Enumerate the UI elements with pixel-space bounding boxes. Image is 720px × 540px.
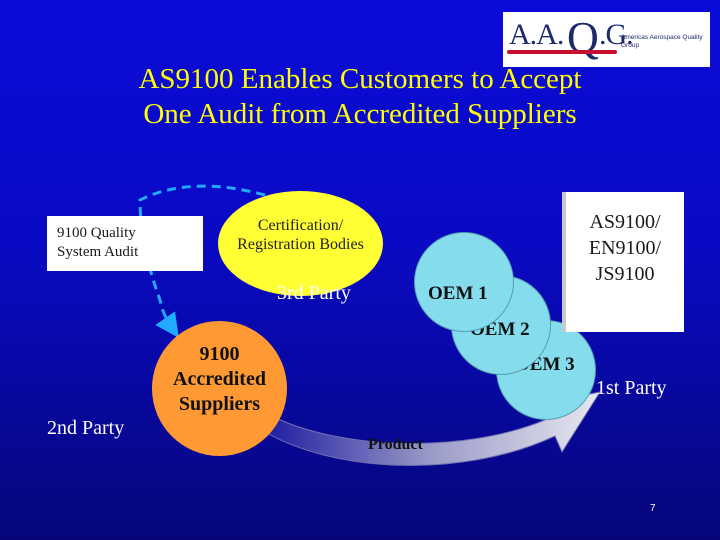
slide-title: AS9100 Enables Customers to Accept One A… <box>60 62 660 132</box>
suppliers-circle: 9100 Accredited Suppliers <box>152 321 287 456</box>
aaqg-logo: A.A. Q .G. Americas Aerospace Quality Gr… <box>503 12 710 67</box>
note-line-2: EN9100/ <box>588 237 662 259</box>
logo-swoosh <box>507 50 617 54</box>
cert-line-2: Registration Bodies <box>237 236 364 253</box>
product-arrow <box>261 391 602 466</box>
logo-tagline: Americas Aerospace Quality Group <box>621 34 703 49</box>
page-number: 7 <box>650 503 656 514</box>
audit-line-2: System Audit <box>57 244 139 260</box>
second-party-label: 2nd Party <box>47 417 125 439</box>
logo-trail: .G. <box>599 18 634 51</box>
oem1-circle: OEM 1 <box>414 232 514 332</box>
suppliers-line-2: Accredited <box>173 368 266 390</box>
audit-line-1: 9100 Quality <box>57 225 136 241</box>
cert-label: Certification/ Registration Bodies <box>218 216 383 254</box>
product-label: Product <box>368 436 423 453</box>
title-line-2: One Audit from Accredited Suppliers <box>143 98 577 130</box>
title-line-1: AS9100 Enables Customers to Accept <box>138 63 582 95</box>
audit-box: 9100 Quality System Audit <box>47 216 203 271</box>
third-party-label: 3rd Party <box>277 282 351 304</box>
note-line-3: JS9100 <box>595 263 655 285</box>
suppliers-line-1: 9100 <box>199 343 240 365</box>
first-party-label: 1st Party <box>596 377 667 399</box>
oem1-label: OEM 1 <box>428 283 488 304</box>
suppliers-label: 9100 Accredited Suppliers <box>152 342 287 417</box>
logo-mark: A.A. <box>509 18 564 51</box>
cert-line-1: Certification/ <box>257 217 344 234</box>
cert-bodies-ellipse: Certification/ Registration Bodies <box>218 191 383 296</box>
standards-note: AS9100/ EN9100/ JS9100 <box>566 192 684 332</box>
note-line-1: AS9100/ <box>589 211 661 233</box>
suppliers-line-3: Suppliers <box>178 393 261 415</box>
